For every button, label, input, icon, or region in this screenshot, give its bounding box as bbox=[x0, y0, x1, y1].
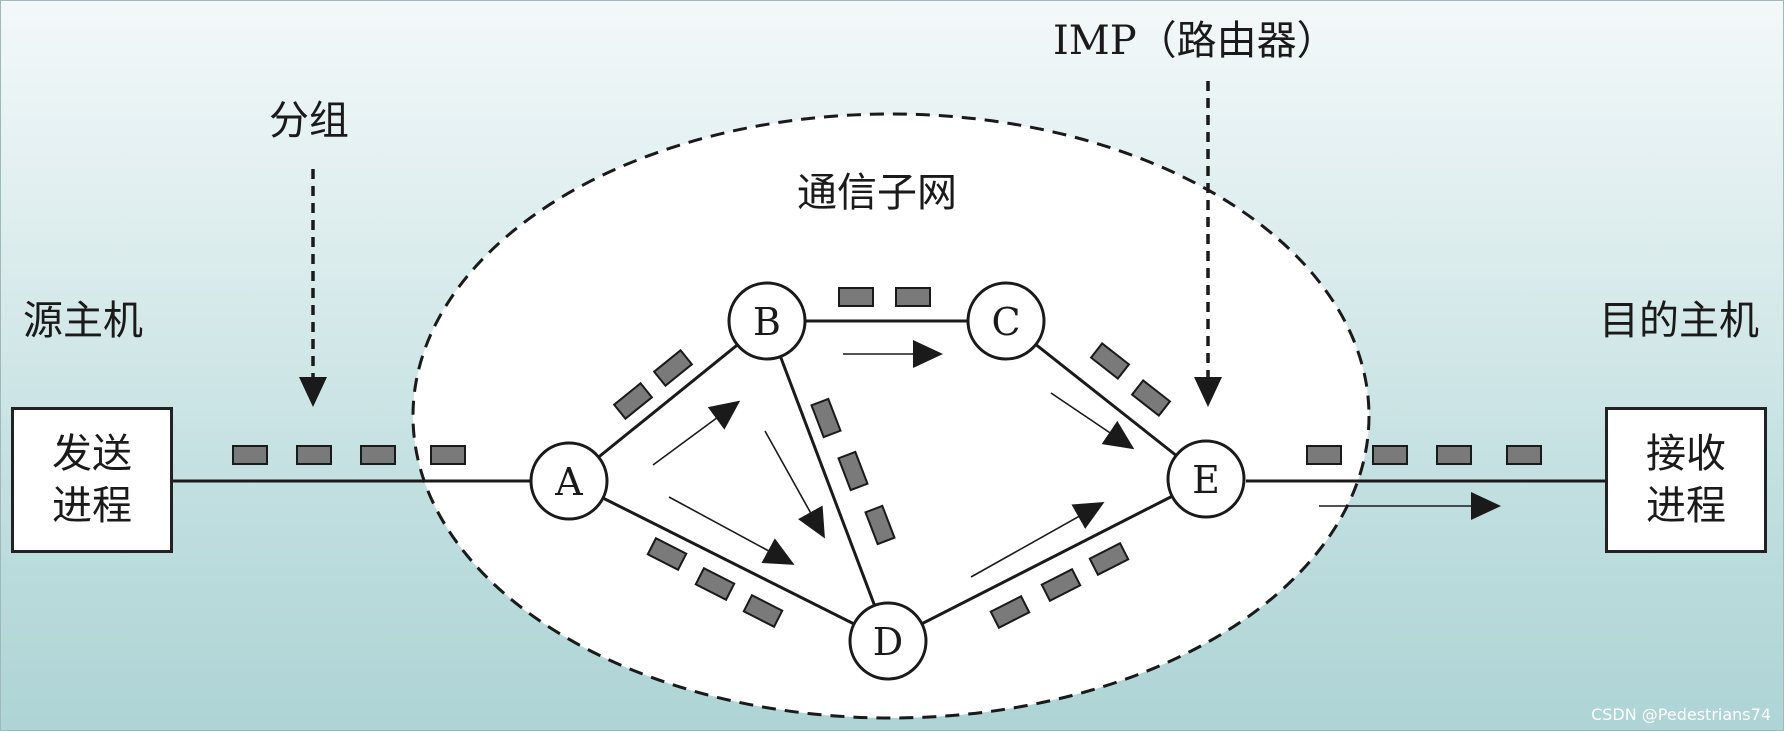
subnet-label: 通信子网 bbox=[797, 170, 957, 216]
packet bbox=[430, 445, 466, 465]
packet bbox=[895, 287, 931, 307]
subnet-ellipse bbox=[411, 112, 1371, 720]
link-a-b bbox=[568, 319, 768, 483]
packets-receiver-link bbox=[1306, 445, 1542, 465]
packets-a-b bbox=[612, 348, 694, 421]
packet bbox=[989, 594, 1031, 630]
node-b-label: B bbox=[753, 300, 781, 344]
arrow-a-b bbox=[652, 400, 741, 466]
dest-host-label: 目的主机 bbox=[1599, 298, 1759, 344]
packets-b-c bbox=[838, 287, 931, 307]
packet-label: 分组 bbox=[269, 98, 349, 144]
node-b: B bbox=[727, 281, 807, 361]
node-d-label: D bbox=[873, 620, 903, 664]
receiver-line2: 进程 bbox=[1646, 483, 1726, 529]
packet bbox=[612, 381, 654, 421]
link-c-e bbox=[1005, 319, 1207, 481]
packet bbox=[1436, 445, 1472, 465]
sender-line1: 发送 bbox=[52, 431, 132, 477]
node-e-label: E bbox=[1192, 458, 1220, 502]
packets-sender-link bbox=[232, 445, 466, 465]
sender-line2: 进程 bbox=[52, 483, 132, 529]
link-d-e bbox=[887, 477, 1207, 643]
packets-a-d bbox=[646, 536, 784, 629]
packet bbox=[1088, 541, 1130, 577]
arrow-b-d bbox=[764, 430, 825, 539]
packet bbox=[232, 445, 268, 465]
packet bbox=[837, 450, 869, 492]
packet bbox=[296, 445, 332, 465]
packet bbox=[646, 536, 688, 572]
arrow-a-d bbox=[668, 496, 795, 565]
imp-router-label: IMP（路由器） bbox=[1053, 18, 1337, 64]
packet bbox=[1506, 445, 1542, 465]
packet bbox=[838, 287, 874, 307]
packet bbox=[1089, 342, 1131, 380]
arrow-c-e bbox=[1050, 392, 1135, 450]
packet bbox=[864, 504, 896, 546]
packet bbox=[742, 593, 784, 629]
packet bbox=[1130, 379, 1172, 417]
direction-arrows bbox=[652, 340, 1501, 578]
node-c-label: C bbox=[991, 300, 1020, 344]
packet bbox=[1372, 445, 1408, 465]
link-a-d bbox=[568, 479, 889, 643]
packet bbox=[652, 348, 694, 388]
packet bbox=[810, 397, 842, 439]
arrow-d-e bbox=[970, 502, 1105, 578]
watermark: CSDN @Pedestrians74 bbox=[1591, 705, 1771, 724]
receiver-line1: 接收 bbox=[1646, 431, 1726, 477]
receiver-process-box: 接收 进程 bbox=[1605, 407, 1767, 553]
packet bbox=[1306, 445, 1342, 465]
node-c: C bbox=[966, 281, 1046, 361]
source-host-label: 源主机 bbox=[23, 298, 143, 344]
packet bbox=[1040, 567, 1082, 603]
packets-c-e bbox=[1089, 342, 1172, 417]
packet bbox=[360, 445, 396, 465]
link-b-d bbox=[765, 320, 890, 642]
packets-d-e bbox=[989, 541, 1130, 630]
node-e: E bbox=[1166, 439, 1246, 519]
node-d: D bbox=[848, 601, 928, 681]
node-a: A bbox=[529, 441, 609, 521]
packets-b-d bbox=[810, 397, 896, 546]
packet bbox=[694, 566, 736, 602]
node-a-label: A bbox=[554, 460, 583, 504]
sender-process-box: 发送 进程 bbox=[11, 407, 173, 553]
